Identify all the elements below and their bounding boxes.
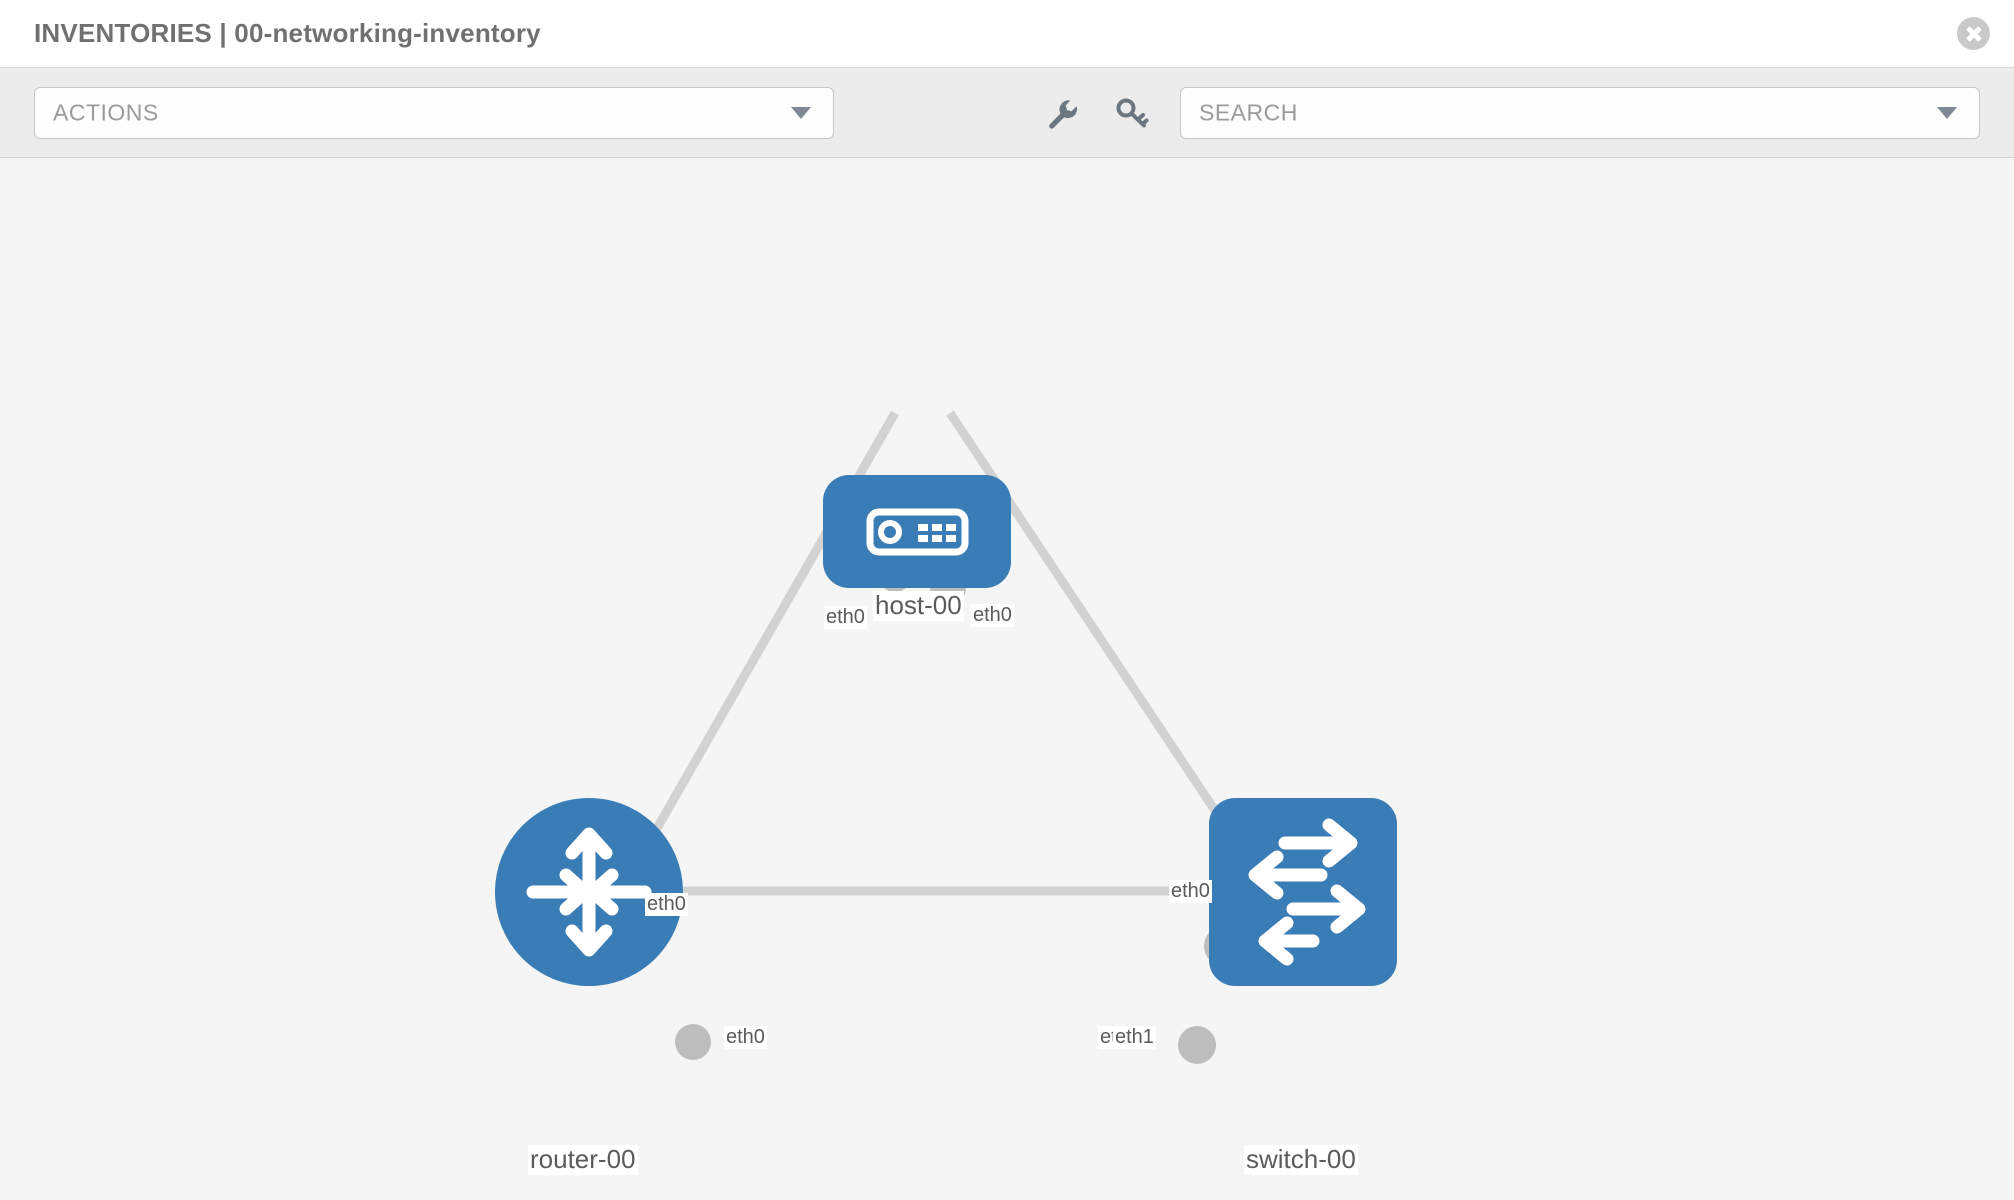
edge-label-router-switch: eth0 (724, 1026, 767, 1049)
node-switch-00[interactable] (1209, 798, 1397, 986)
edge-label-router-host: eth0 (645, 893, 688, 916)
toolbar: ACTIONS SEARCH (0, 68, 2014, 158)
topology-canvas[interactable]: host-00 eth0 eth0 (0, 158, 2014, 1200)
actions-dropdown[interactable]: ACTIONS (34, 87, 834, 139)
page-title: INVENTORIES | 00-networking-inventory (34, 18, 541, 48)
chevron-down-icon (1937, 107, 1957, 119)
edge-label-host-router: eth0 (824, 606, 867, 629)
chevron-down-icon (791, 107, 811, 119)
server-device-icon (866, 508, 969, 556)
page-header: INVENTORIES | 00-networking-inventory (0, 0, 2014, 68)
search-dropdown[interactable]: SEARCH (1180, 87, 1980, 139)
edge-label-switch-router: eth1 (1113, 1026, 1156, 1049)
node-router-00[interactable] (495, 798, 683, 986)
node-label-switch-00: switch-00 (1244, 1144, 1358, 1175)
topology-links (636, 410, 1244, 896)
wrench-icon[interactable] (1043, 94, 1081, 132)
close-icon[interactable] (1957, 17, 1990, 50)
node-label-router-00: router-00 (528, 1144, 638, 1175)
switch-arrows-icon (1248, 818, 1366, 966)
port-router-right (675, 1024, 711, 1060)
actions-dropdown-label: ACTIONS (53, 99, 159, 126)
node-host-00[interactable] (823, 475, 1011, 588)
port-switch-left (1178, 1026, 1216, 1064)
key-icon[interactable] (1113, 94, 1151, 132)
edge-label-host-switch: eth0 (971, 604, 1014, 627)
edge-label-switch-host: eth0 (1169, 880, 1212, 903)
node-label-host-00: host-00 (873, 590, 964, 621)
router-arrows-icon (526, 827, 652, 957)
search-input[interactable]: SEARCH (1199, 99, 1298, 126)
